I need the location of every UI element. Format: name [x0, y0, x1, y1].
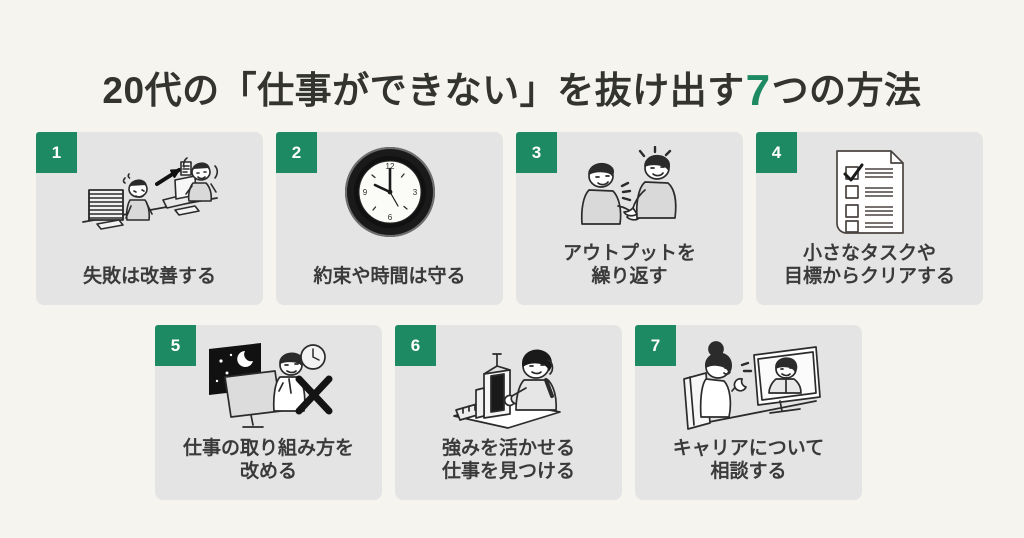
- card-label: キャリアについて 相談する: [672, 437, 825, 483]
- card-badge: 5: [155, 325, 196, 366]
- card-label: 失敗は改善する: [82, 266, 216, 288]
- card-label: アウトプットを 繰り返す: [562, 242, 696, 288]
- svg-text:12: 12: [385, 162, 394, 171]
- card-row-top: 1: [36, 132, 983, 305]
- card-label: 小さなタスクや 目標からクリアする: [783, 242, 955, 288]
- card-badge: 6: [395, 325, 436, 366]
- card-4[interactable]: 4: [756, 132, 983, 305]
- card-3[interactable]: 3: [516, 132, 743, 305]
- page-title-before: 20代の「仕事ができない」を抜け出す: [102, 69, 745, 111]
- card-badge: 1: [36, 132, 77, 173]
- card-badge: 4: [756, 132, 797, 173]
- card-badge: 3: [516, 132, 557, 173]
- card-row-bottom: 5: [155, 325, 862, 500]
- page-title-after: つの方法: [771, 69, 922, 111]
- page-title-accent-number: 7: [745, 65, 771, 115]
- card-5[interactable]: 5: [155, 325, 382, 500]
- page-title: 20代の「仕事ができない」を抜け出す7つの方法: [0, 65, 1024, 118]
- svg-text:3: 3: [412, 188, 417, 197]
- card-1[interactable]: 1: [36, 132, 263, 305]
- card-6[interactable]: 6: [395, 325, 622, 500]
- svg-text:6: 6: [387, 213, 392, 222]
- card-badge: 2: [276, 132, 317, 173]
- card-badge: 7: [635, 325, 676, 366]
- card-label: 強みを活かせる 仕事を見つける: [441, 437, 575, 483]
- card-label: 約束や時間は守る: [313, 266, 466, 288]
- card-7[interactable]: 7: [635, 325, 862, 500]
- card-label: 仕事の取り組み方を 改める: [182, 437, 354, 483]
- svg-text:9: 9: [362, 188, 367, 197]
- card-2[interactable]: 2 12 3 6 9: [276, 132, 503, 305]
